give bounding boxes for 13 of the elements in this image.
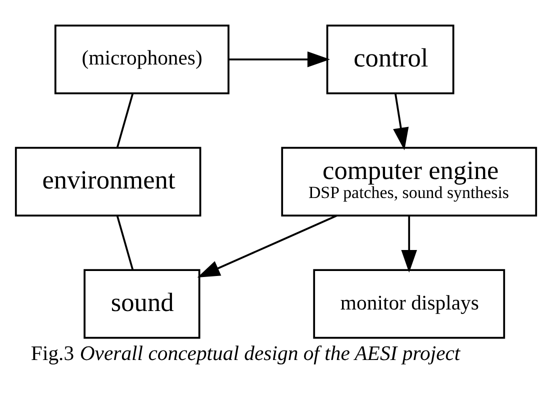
caption: Fig.3 Overall conceptual design of the AESI project xyxy=(30,342,460,365)
node-box: sound xyxy=(84,268,200,338)
node-box: monitor displays xyxy=(313,268,506,338)
arrow xyxy=(393,93,409,150)
arrow xyxy=(197,214,338,278)
node-box: environment xyxy=(14,146,202,216)
arrow xyxy=(228,50,330,67)
node-box: (microphones) xyxy=(54,24,230,94)
arrow xyxy=(401,215,418,272)
connector xyxy=(116,92,134,148)
node-box: computer engine DSP patches, sound synthesis xyxy=(281,146,538,216)
node-box: control xyxy=(326,24,454,94)
connector xyxy=(116,215,134,270)
